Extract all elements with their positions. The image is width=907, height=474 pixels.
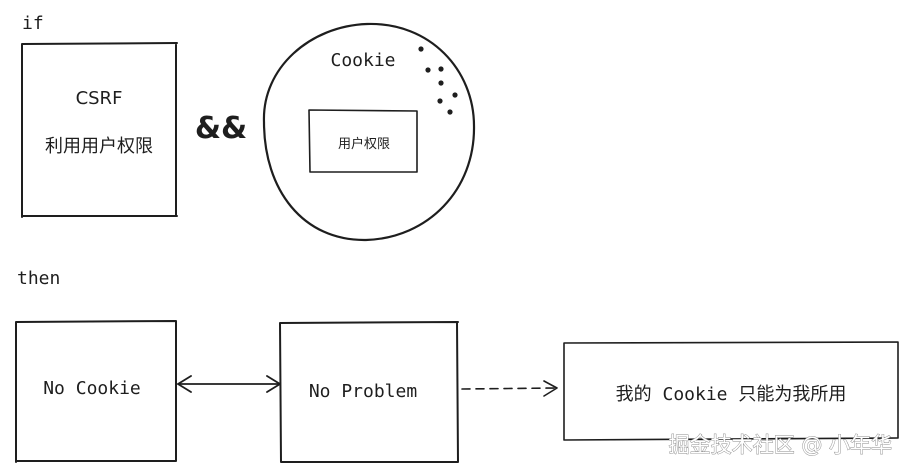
permission-box-frame [308, 109, 418, 173]
no-problem-box: No Problem [279, 321, 459, 463]
csrf-box: CSRF 利用用户权限 [21, 42, 178, 218]
csrf-box-frame [21, 42, 178, 218]
arrow-head-left [177, 375, 192, 393]
no-cookie-box-frame [15, 320, 177, 463]
csrf-title: CSRF [76, 88, 123, 109]
result-label: 我的 Cookie 只能为我所用 [616, 384, 847, 405]
site-watermark: 掘金技术社区 @ 小年华 [669, 433, 892, 457]
cookie-crumb-dot [447, 109, 453, 115]
bidirectional-arrow [177, 375, 281, 393]
and-operator: && [195, 111, 247, 146]
permission-box-label: 用户权限 [338, 136, 390, 152]
no-problem-label: No Problem [309, 381, 417, 402]
dashed-arrow-line [461, 387, 557, 390]
csrf-subtitle: 利用用户权限 [45, 136, 153, 157]
cookie-title: Cookie [330, 50, 395, 71]
no-cookie-box: No Cookie [15, 320, 177, 463]
cookie-crumb-dots [418, 46, 458, 115]
cookie-crumb-dot [438, 80, 444, 86]
result-box: 我的 Cookie 只能为我所用 [563, 341, 899, 441]
dashed-arrow [461, 380, 558, 397]
then-label: then [17, 268, 60, 289]
cookie-crumb-dot [437, 98, 443, 104]
if-label: if [22, 13, 44, 34]
no-cookie-label: No Cookie [43, 378, 141, 399]
cookie-circle-outline [262, 22, 476, 242]
cookie-crumb-dot [425, 67, 431, 73]
dashed-arrow-head [543, 380, 558, 397]
result-box-frame [563, 341, 899, 441]
cookie-crumb-dot [452, 92, 458, 98]
cookie-circle: Cookie 用户权限 [262, 22, 476, 242]
no-problem-box-frame [279, 321, 459, 463]
cookie-crumb-dot [418, 46, 424, 52]
cookie-crumb-dot [438, 66, 444, 72]
